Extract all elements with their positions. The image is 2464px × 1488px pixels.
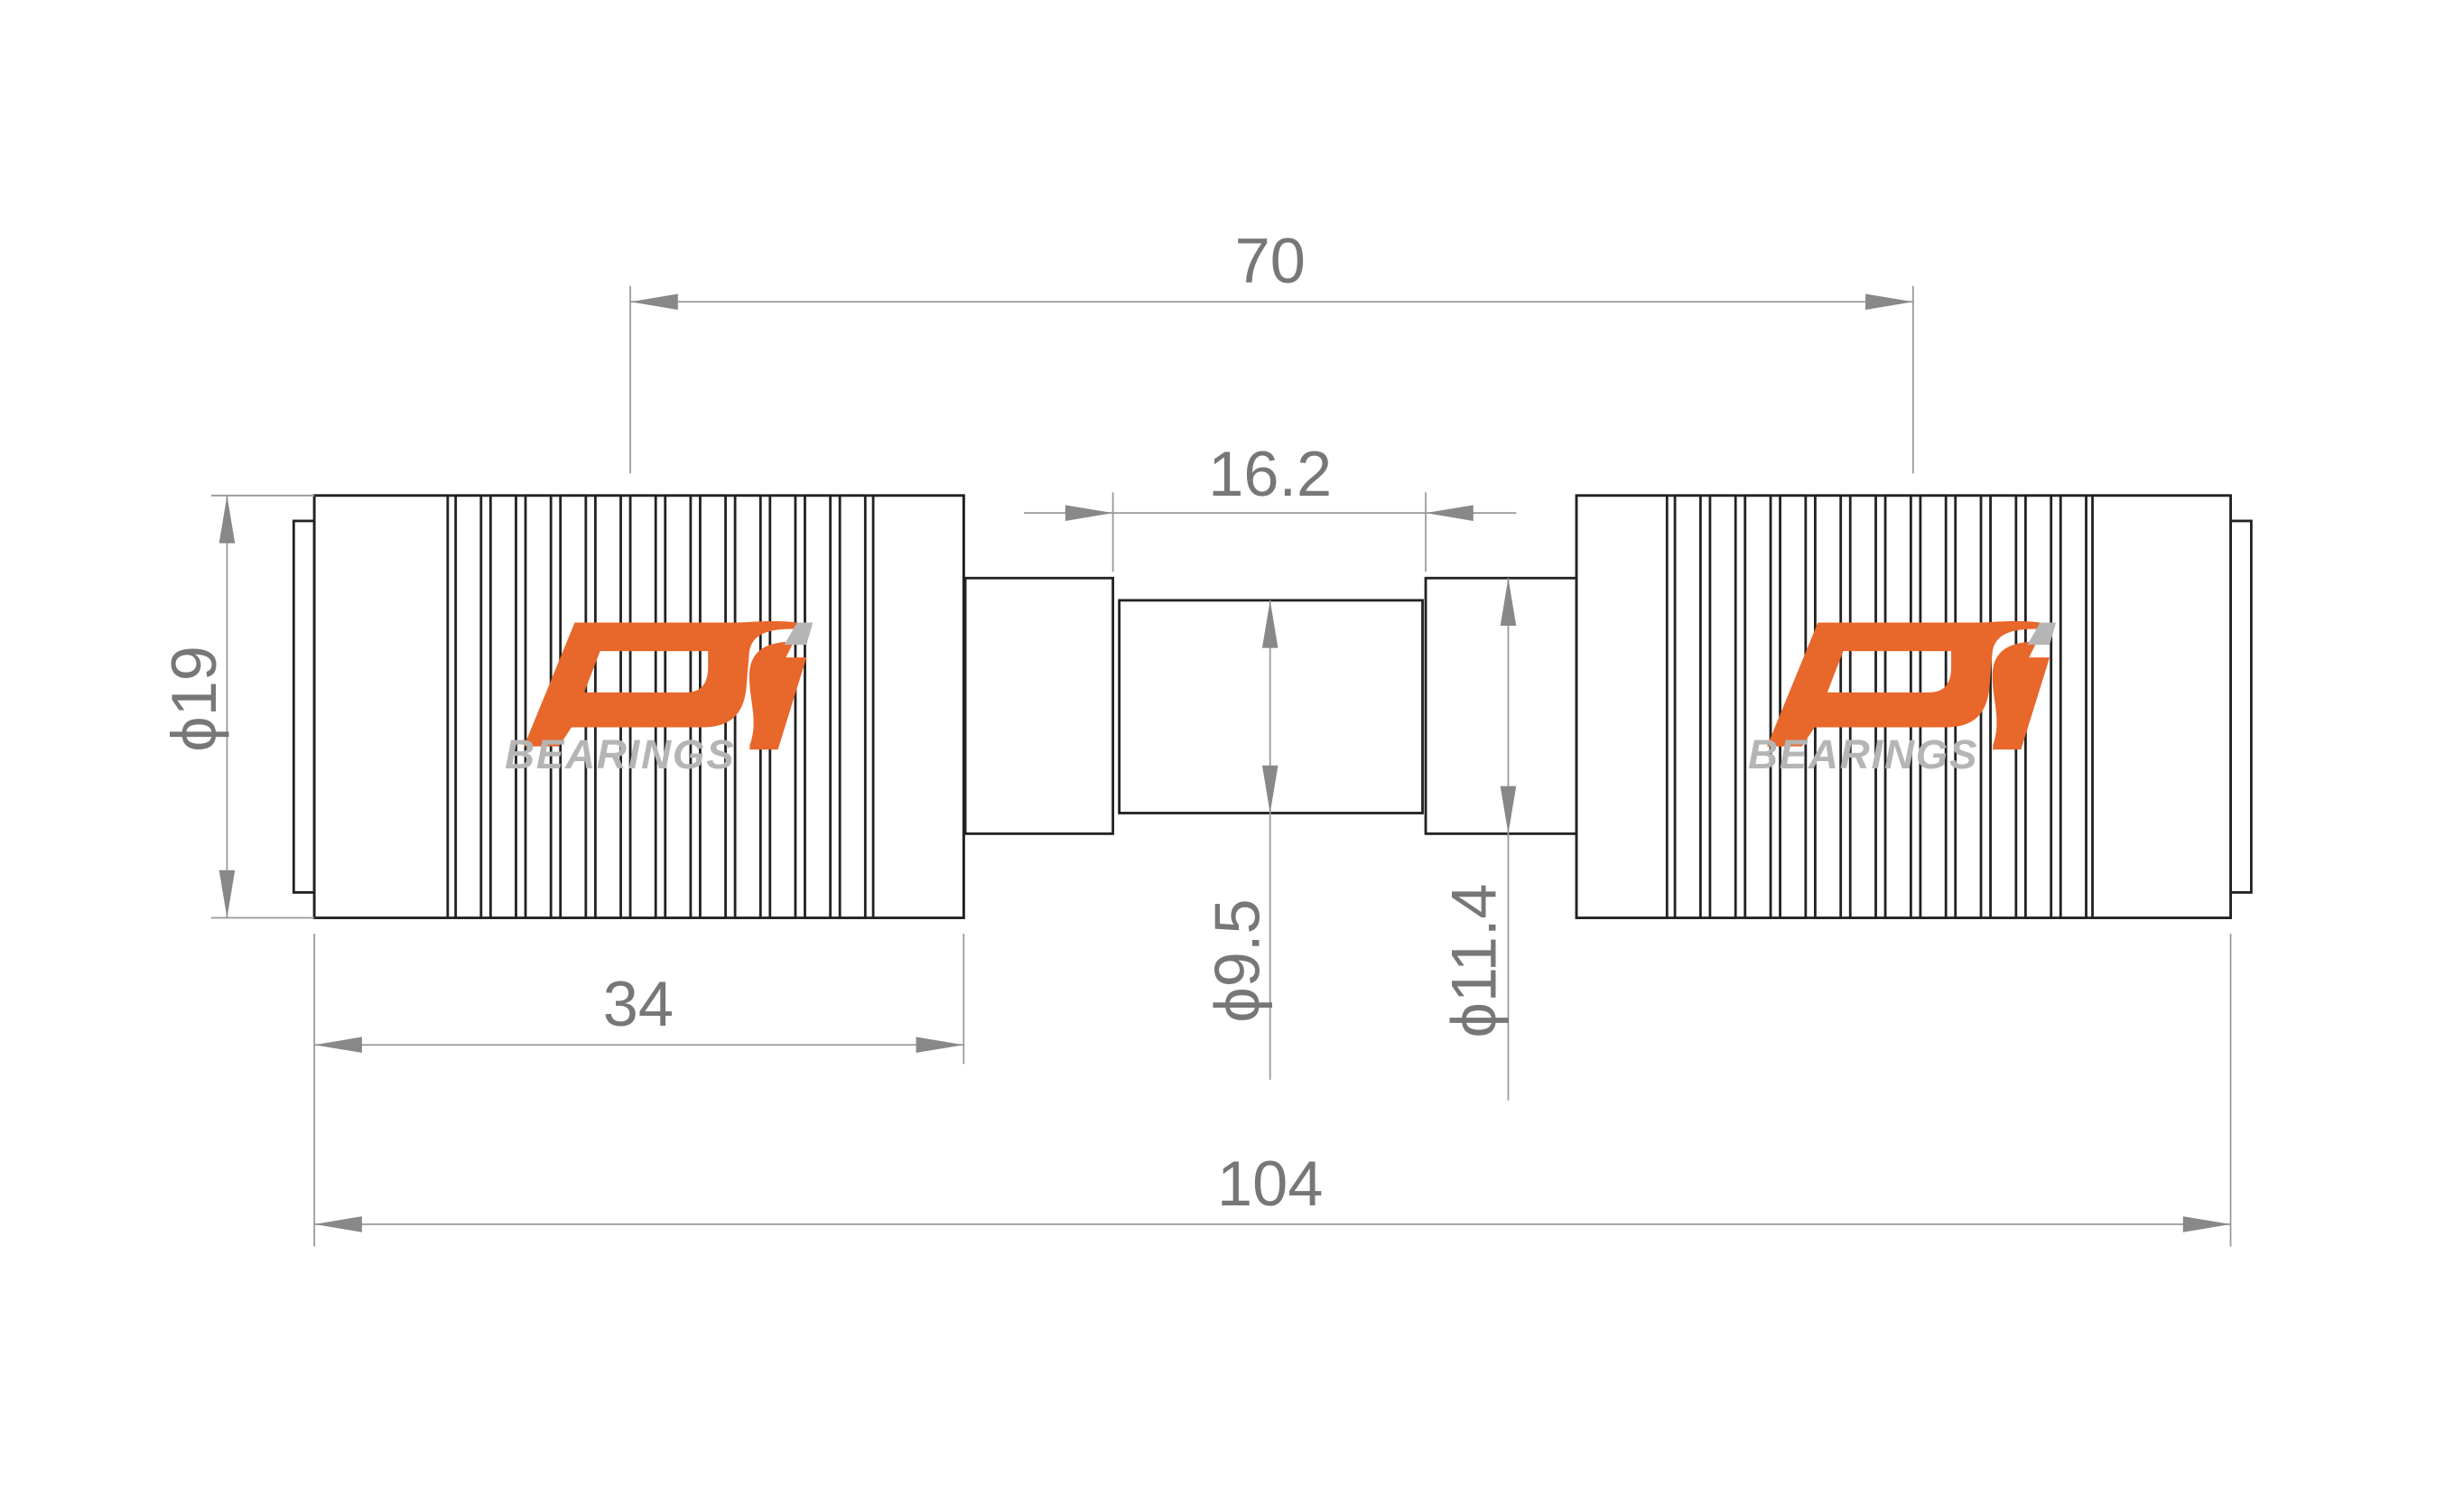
dim-label-9-5: 9.5 bbox=[1201, 898, 1272, 987]
svg-text:ϕ19: ϕ19 bbox=[158, 646, 229, 752]
groove-rib bbox=[1673, 494, 1702, 919]
svg-text:ϕ9.5: ϕ9.5 bbox=[1201, 898, 1272, 1022]
svg-text:ϕ11.4: ϕ11.4 bbox=[1437, 883, 1509, 1037]
dimension-34: 34 bbox=[313, 934, 965, 1247]
dimension-70: 70 bbox=[629, 225, 1914, 474]
diameter-symbol: ϕ bbox=[158, 716, 229, 751]
dimension-104: 104 bbox=[314, 934, 2232, 1247]
groove-rib bbox=[488, 494, 517, 919]
dim-label-19: 19 bbox=[158, 646, 229, 716]
groove-rib bbox=[454, 494, 483, 919]
dim-label-34: 34 bbox=[603, 968, 674, 1039]
groove-rib bbox=[838, 494, 867, 919]
dim-label-16-2: 16.2 bbox=[1208, 438, 1332, 509]
dimension-16-2: 16.2 bbox=[1024, 438, 1517, 572]
groove-rib bbox=[1743, 494, 1772, 919]
groove-rib bbox=[1708, 494, 1737, 919]
dim-label-11-4: 11.4 bbox=[1437, 883, 1509, 1002]
dim-label-70: 70 bbox=[1235, 225, 1306, 296]
groove-rib bbox=[2059, 494, 2087, 919]
dimension-dia-11-4: ϕ11.4 bbox=[1437, 578, 1517, 1101]
logo-right: BEARINGS bbox=[1748, 620, 2057, 777]
dimension-dia-19: ϕ19 bbox=[158, 494, 315, 919]
dimension-dia-9-5: ϕ9.5 bbox=[1201, 600, 1278, 1080]
dim-label-104: 104 bbox=[1217, 1148, 1323, 1219]
logo-left: BEARINGS bbox=[505, 620, 814, 777]
shaft bbox=[963, 576, 1578, 835]
logo-text: BEARINGS bbox=[505, 731, 735, 777]
groove-rib bbox=[804, 494, 832, 919]
logo-text: BEARINGS bbox=[1748, 731, 1978, 777]
diameter-symbol: ϕ bbox=[1201, 987, 1272, 1022]
diameter-symbol: ϕ bbox=[1437, 1002, 1509, 1037]
